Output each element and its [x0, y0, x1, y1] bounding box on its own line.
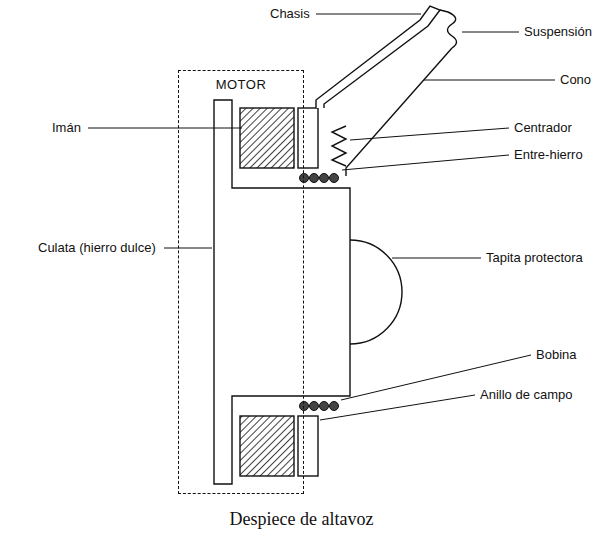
- part-label: Suspensión: [524, 24, 592, 40]
- part-label: Centrador: [514, 120, 572, 136]
- yoke: [214, 100, 350, 484]
- figure-caption: Despiece de altavoz: [0, 508, 603, 530]
- part-label: Tapita protectora: [486, 250, 583, 266]
- part-label: Imán: [52, 120, 81, 136]
- spider: [332, 126, 346, 166]
- dust-cap: [350, 240, 402, 344]
- suspension: [440, 10, 457, 48]
- part-label: Bobina: [536, 347, 576, 363]
- part-label: Cono: [560, 72, 591, 88]
- part-label: Anillo de campo: [480, 387, 573, 403]
- cone: [346, 48, 452, 176]
- part-label: Chasis: [270, 6, 310, 22]
- part-label: Entre-hierro: [514, 147, 583, 163]
- leader-lines: [88, 14, 555, 420]
- magnet: [240, 416, 294, 476]
- field-ring: [298, 416, 318, 476]
- group-title: MOTOR: [179, 71, 303, 92]
- field-ring: [298, 108, 318, 168]
- motor-group: MOTOR: [178, 70, 304, 494]
- part-label: Culata (hierro dulce): [38, 240, 156, 256]
- chassis: [316, 6, 440, 108]
- magnet: [240, 108, 294, 168]
